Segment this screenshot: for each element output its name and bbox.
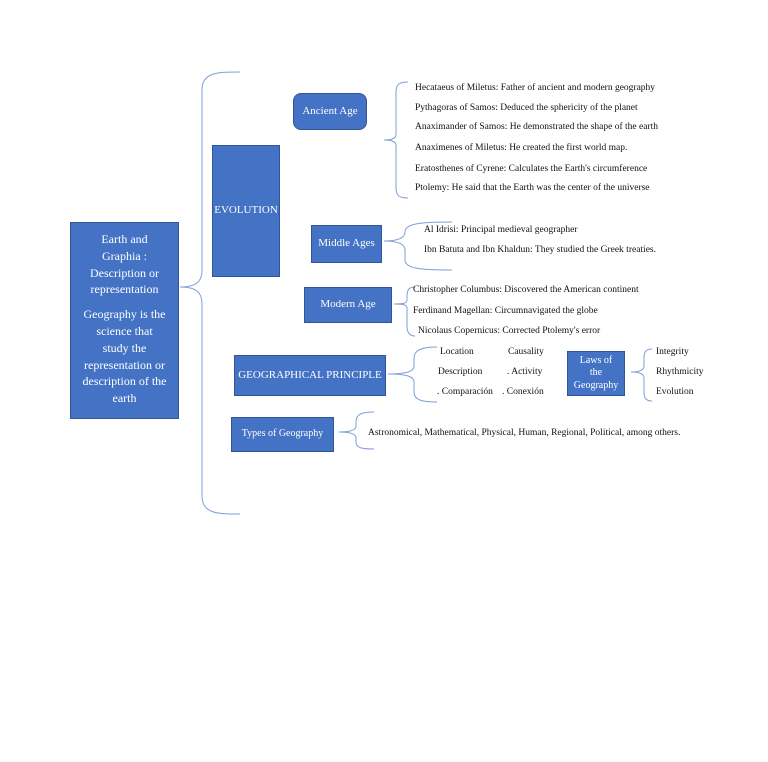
middle-ages-label: Middle Ages (318, 237, 375, 250)
ancient-age-label: Ancient Age (302, 104, 358, 117)
main-title-line: Graphia : (102, 248, 147, 263)
main-definition-line: description of the (82, 374, 167, 389)
main-concept-box: Earth and Graphia : Description or repre… (70, 222, 179, 419)
main-brace (179, 71, 241, 515)
ancient-item: Eratosthenes of Cyrene: Calculates the E… (415, 164, 648, 174)
ancient-item: Pythagoras of Samos: Deduced the spheric… (415, 103, 638, 113)
principle-item: Description (438, 367, 483, 377)
laws-brace (630, 348, 653, 402)
evolution-label: EVOLUTION (214, 204, 278, 217)
types-text: Astronomical, Mathematical, Physical, Hu… (368, 428, 681, 438)
principle-item: Causality (508, 347, 544, 357)
principle-item: . Activity (507, 367, 543, 377)
middle-item: Al Idrisi: Principal medieval geographer (424, 225, 578, 235)
middle-ages-box: Middle Ages (311, 225, 382, 263)
principle-item: . Comparación (437, 387, 493, 397)
law-item: Evolution (656, 387, 694, 397)
law-item: Rhythmicity (656, 367, 704, 377)
main-definition-line: science that (96, 323, 153, 338)
middle-brace (383, 221, 453, 271)
ancient-age-box: Ancient Age (293, 93, 367, 130)
principles-brace (387, 346, 438, 403)
ancient-item: Hecataeus of Miletus: Father of ancient … (415, 83, 656, 93)
main-definition-line: earth (112, 391, 137, 406)
main-definition-line: Geography is the (83, 307, 166, 322)
geographical-principle-box: GEOGRAPHICAL PRINCIPLE (234, 355, 386, 396)
types-brace (338, 411, 375, 450)
evolution-box: EVOLUTION (212, 145, 280, 277)
main-title-line: representation (90, 282, 159, 297)
laws-label-line: Geography (573, 379, 619, 391)
types-label: Types of Geography (241, 428, 324, 440)
modern-item: Ferdinand Magellan: Circumnavigated the … (413, 306, 598, 316)
principle-item: Location (440, 347, 474, 357)
laws-label-line: the (589, 367, 603, 379)
modern-age-label: Modern Age (320, 298, 376, 311)
ancient-item: Ptolemy: He said that the Earth was the … (415, 183, 650, 193)
modern-item: Christopher Columbus: Discovered the Ame… (413, 285, 639, 295)
principle-item: . Conexión (502, 387, 544, 397)
types-box: Types of Geography (231, 417, 334, 452)
law-item: Integrity (656, 347, 689, 357)
ancient-item: Anaximenes of Miletus: He created the fi… (415, 143, 628, 153)
laws-label-line: Laws of (579, 354, 613, 366)
ancient-brace (383, 81, 409, 199)
ancient-item: Anaximander of Samos: He demonstrated th… (415, 122, 658, 132)
modern-age-box: Modern Age (304, 287, 392, 323)
middle-item: Ibn Batuta and Ibn Khaldun: They studied… (424, 245, 656, 255)
modern-brace (393, 286, 416, 337)
main-definition-line: representation or (84, 357, 165, 372)
modern-item: Nicolaus Copernicus: Corrected Ptolemy's… (418, 326, 601, 336)
geographical-principle-label: GEOGRAPHICAL PRINCIPLE (238, 368, 382, 381)
laws-box: Laws of the Geography (567, 351, 625, 396)
main-definition-line: study the (102, 340, 147, 355)
main-title-line: Description or (90, 265, 159, 280)
main-title-line: Earth and (101, 232, 148, 246)
